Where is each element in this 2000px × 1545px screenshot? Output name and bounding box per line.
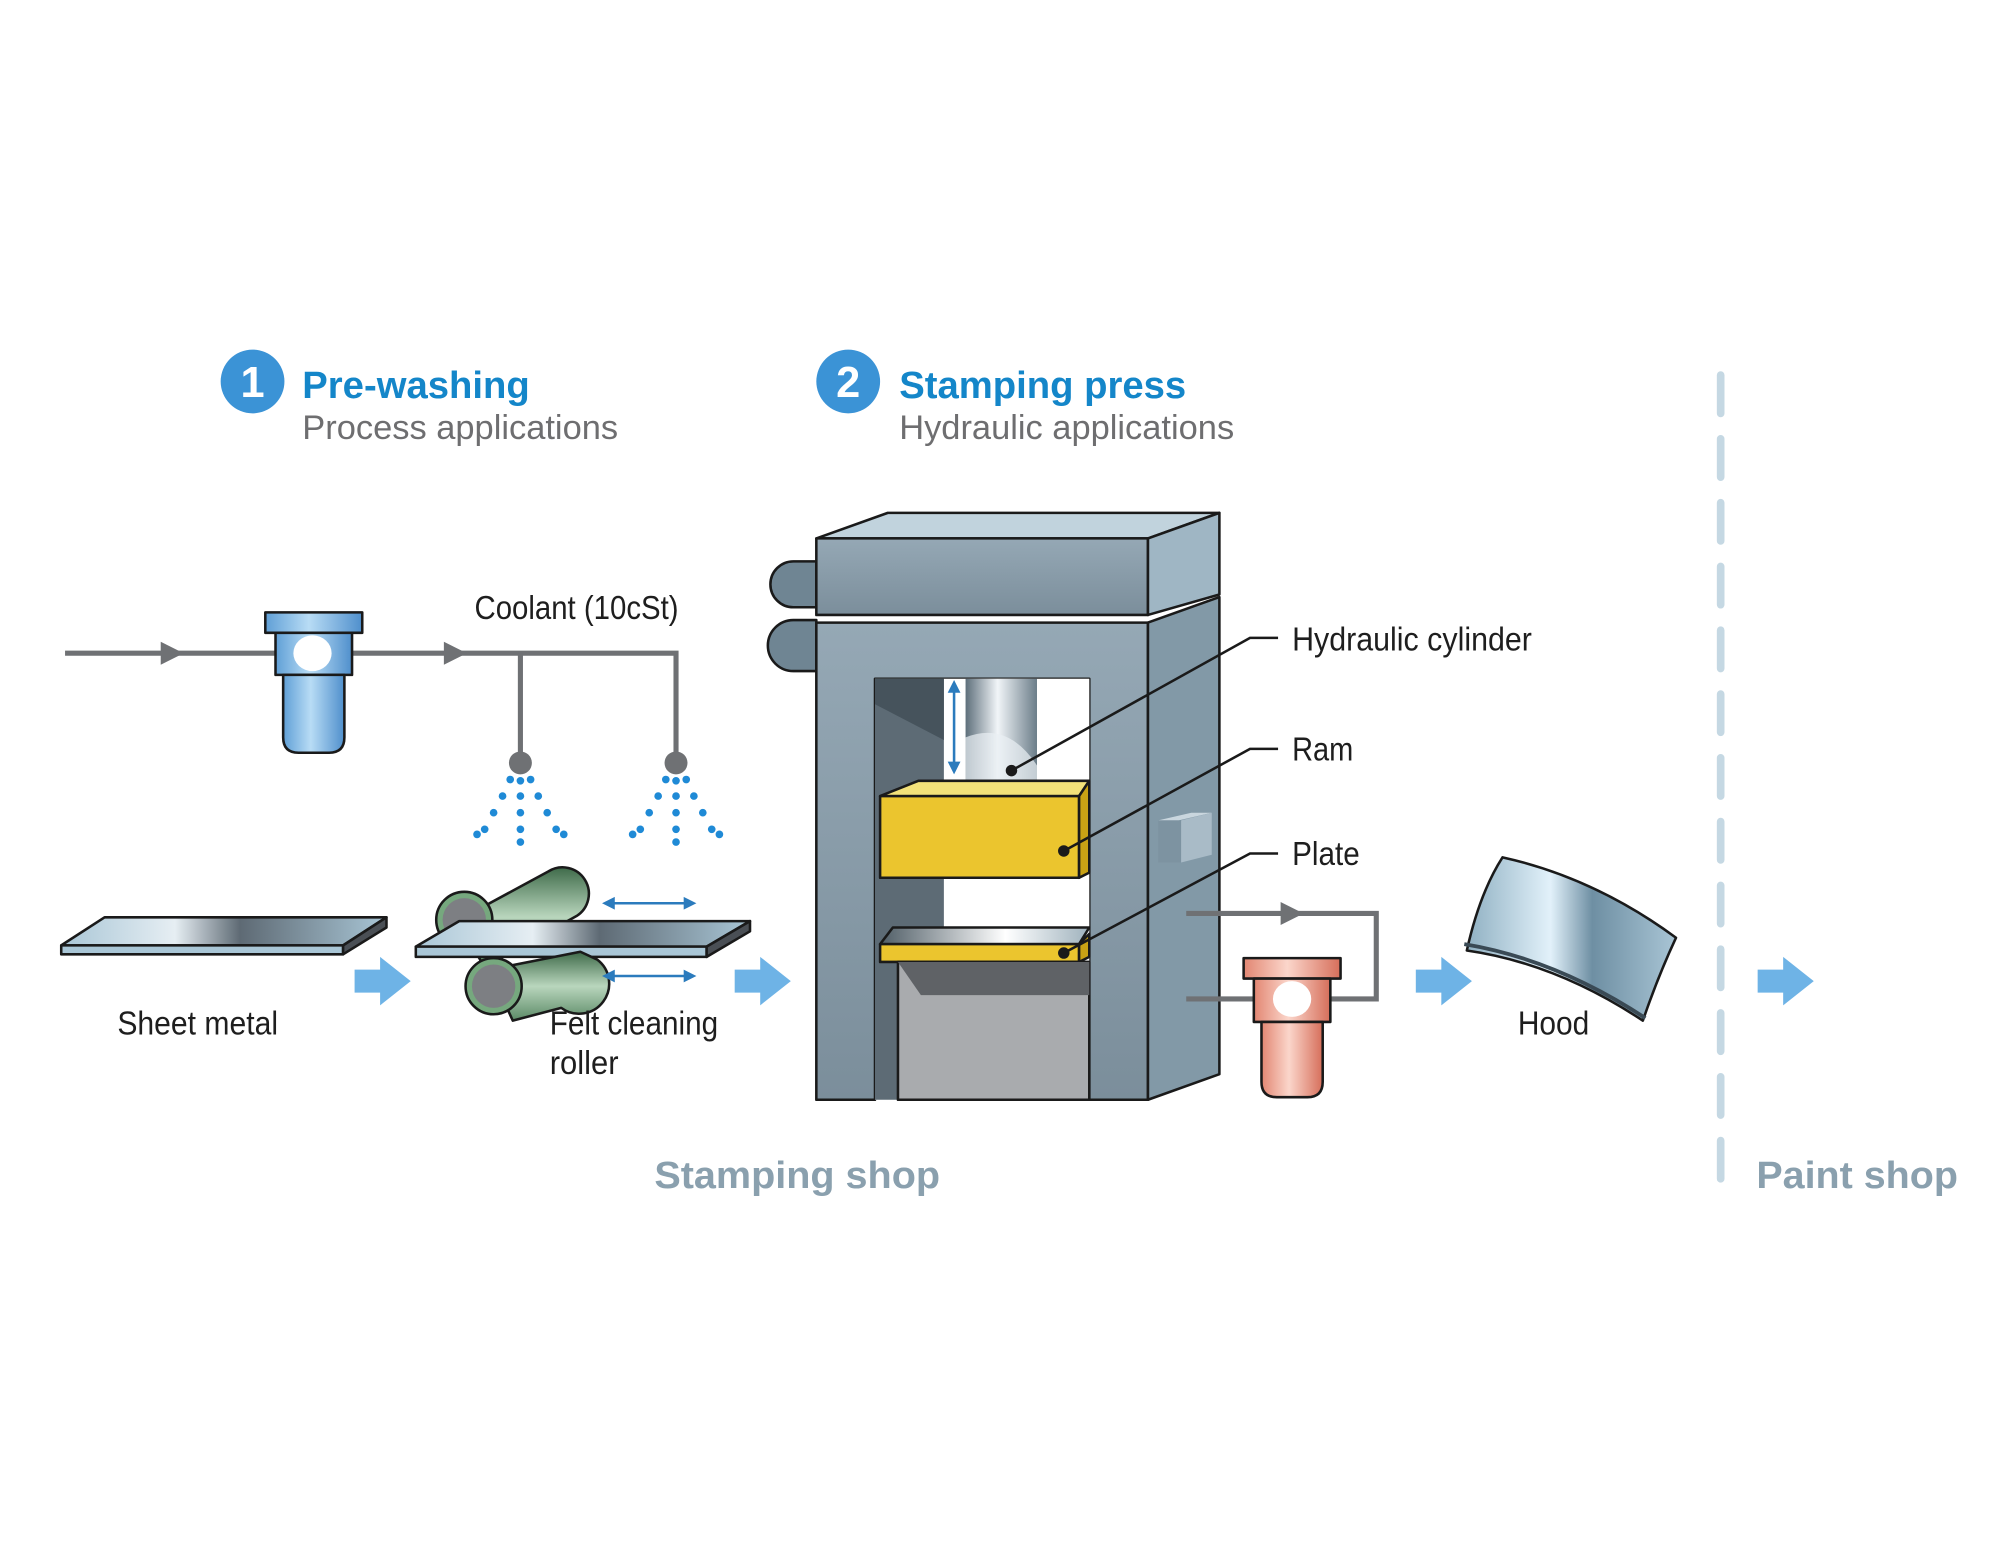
step-2-header: 2 Stamping press Hydraulic applications [816,349,1234,447]
spray-droplet [682,775,691,784]
spray-droplet [516,776,525,785]
hydraulic-filter-icon [1242,956,1342,1099]
spray-droplet [489,808,498,817]
hood-icon [1463,856,1678,1022]
spray-droplet [559,830,568,839]
spray-droplet [672,776,680,785]
ram-callout: Ram [1058,731,1353,857]
process-flow-arrow-icon [354,956,411,1006]
spray-droplet [473,830,481,839]
step-2-number: 2 [836,359,860,407]
step-1-number: 1 [240,359,264,407]
spray-droplet [654,792,662,800]
sheet-metal-icon [59,916,388,956]
flow-direction-arrow-icon [1280,901,1304,925]
spray-droplet [516,808,525,817]
step-2-badge [816,349,881,414]
sheet-metal-label: Sheet metal [117,1006,278,1043]
coolant-pipeline: Coolant (10cSt) [65,590,688,775]
spray-droplet [516,792,525,800]
coolant-label: Coolant (10cSt) [474,590,678,627]
spray-droplet [715,830,724,839]
spray-droplet [516,838,525,846]
step-1-subtitle: Process applications [302,409,618,447]
stamping-press-icon [766,511,1221,1102]
stamping-shop-label: Stamping shop [654,1154,940,1197]
spray-droplet [672,825,680,834]
process-flow-arrow-icon [1757,956,1814,1006]
spray-droplet [506,775,515,784]
spray-droplet [672,808,680,817]
oscillation-arrow-icon [602,969,697,983]
hydraulic-cylinder-callout: Hydraulic cylinder [1005,622,1532,777]
spray-droplet [636,825,645,834]
spray-droplet [534,792,543,800]
spray-nozzle-icon [508,751,532,775]
spray-droplet [526,775,535,784]
step-2-title: Stamping press [899,364,1186,407]
process-flow-arrow-icon [734,956,791,1006]
felt-roller-label-line2: roller [550,1045,619,1082]
plate-label: Plate [1292,836,1360,873]
oscillation-arrow-icon [602,896,697,910]
spray-droplet [672,838,680,846]
spray-droplet [661,775,670,784]
process-filter-icon [264,611,364,755]
step-2-subtitle: Hydraulic applications [899,409,1234,447]
spray-droplet [498,792,507,800]
spray-droplet [628,830,637,839]
spray-droplet [698,808,707,817]
process-flow-arrow-icon [1415,956,1472,1006]
paint-shop-label: Paint shop [1756,1154,1958,1197]
ram-label: Ram [1292,731,1353,768]
spray-droplet [552,825,560,834]
step-1-header: 1 Pre-washing Process applications [220,349,618,447]
spray-droplet [672,792,680,800]
spray-droplet [707,825,716,834]
hood-label: Hood [1518,1006,1589,1043]
spray-droplet [543,808,552,817]
spray-droplet [690,792,698,800]
plate-callout: Plate [1058,836,1360,959]
coolant-spray [473,775,724,846]
flow-direction-arrow-icon [160,641,184,665]
step-1-badge [220,349,285,414]
spray-nozzle-icon [664,751,688,775]
spray-droplet [516,825,525,834]
felt-cleaning-roller-icon [414,866,752,1022]
spray-droplet [645,808,654,817]
hydraulic-cylinder-label: Hydraulic cylinder [1292,622,1532,659]
flow-direction-arrow-icon [443,641,467,665]
felt-roller-label-line1: Felt cleaning [550,1006,718,1043]
spray-droplet [480,825,489,834]
step-1-title: Pre-washing [302,364,529,407]
